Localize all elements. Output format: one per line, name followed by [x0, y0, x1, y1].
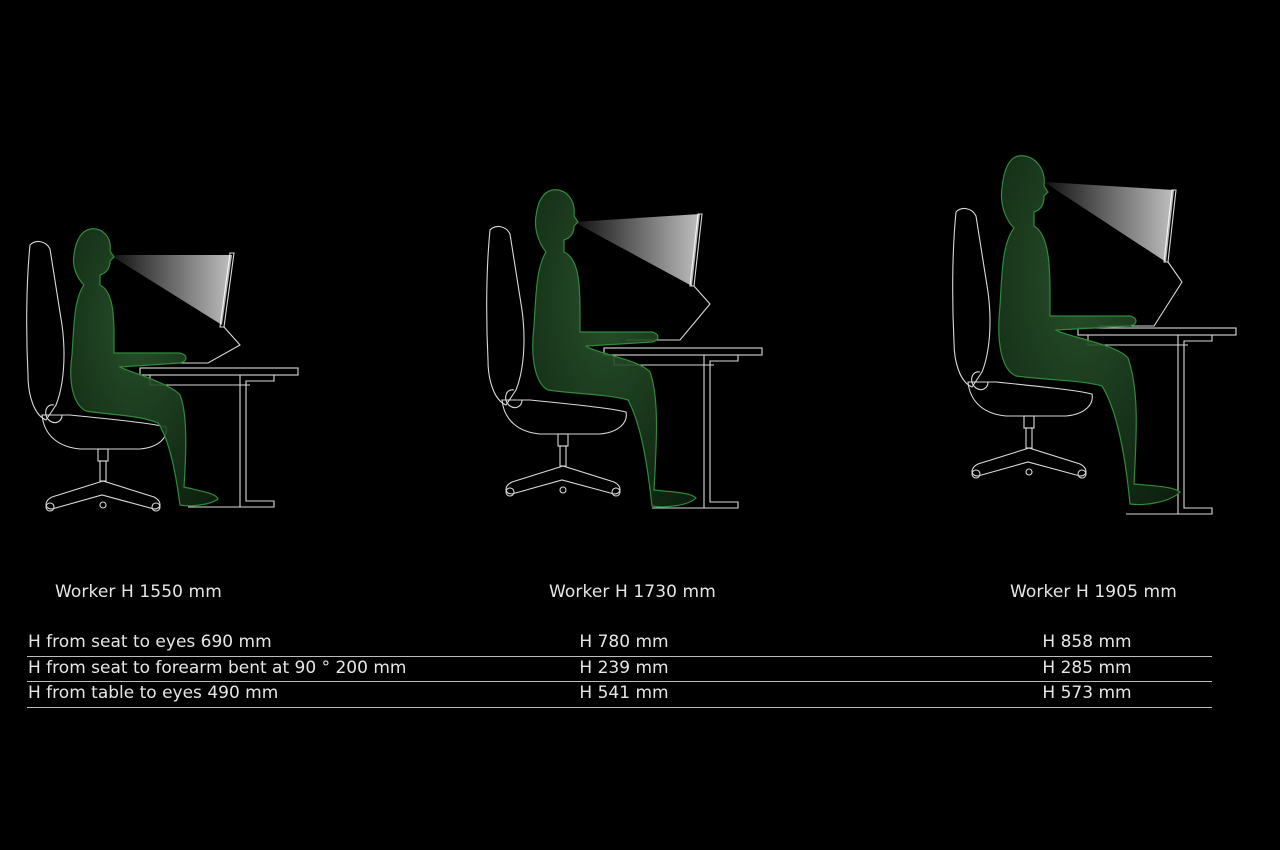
measurement-value-worker-3: H 285 mm [1042, 657, 1132, 678]
line-of-sight [1044, 182, 1174, 262]
measurement-value-worker-3: H 858 mm [1042, 632, 1132, 652]
measurement-label: H from seat to eyes 690 mm [28, 632, 272, 652]
measurement-label: H from seat to forearm bent at 90 ° 200 … [28, 657, 407, 678]
worker-silhouette [532, 189, 697, 508]
measurement-value-worker-2: H 239 mm [579, 657, 669, 678]
measurement-row: H from table to eyes 490 mm H 541 mm H 5… [27, 682, 1212, 708]
worker-label-3: Worker H 1905 mm [1010, 582, 1177, 602]
measurements-table: H from seat to eyes 690 mm H 780 mm H 85… [27, 631, 1212, 708]
measurement-row: H from seat to forearm bent at 90 ° 200 … [27, 657, 1212, 682]
worker-silhouette [70, 228, 219, 507]
measurement-value-worker-3: H 573 mm [1042, 683, 1132, 703]
worker-silhouette [998, 155, 1181, 506]
line-of-sight [574, 214, 700, 286]
workstation-2 [486, 189, 763, 509]
worker-label-1: Worker H 1550 mm [55, 582, 222, 602]
line-of-sight [110, 255, 232, 325]
ergonomic-figures [26, 155, 1237, 515]
measurement-row: H from seat to eyes 690 mm H 780 mm H 85… [27, 631, 1212, 657]
measurement-label: H from table to eyes 490 mm [28, 683, 279, 703]
measurement-value-worker-2: H 780 mm [579, 632, 669, 652]
workstation-1 [26, 228, 299, 512]
workstation-3 [952, 155, 1237, 515]
measurement-value-worker-2: H 541 mm [579, 683, 669, 703]
worker-label-2: Worker H 1730 mm [549, 582, 716, 602]
